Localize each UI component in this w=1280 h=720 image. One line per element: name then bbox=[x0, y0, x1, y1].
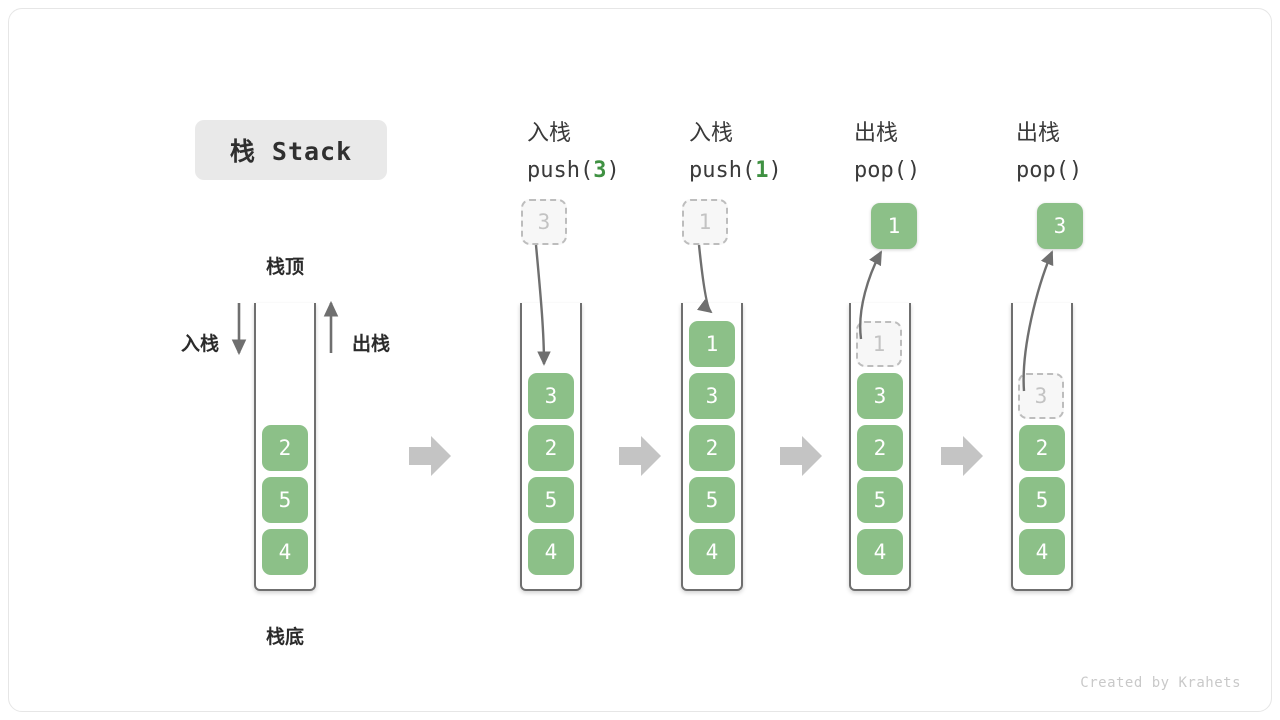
stack-cell: 5 bbox=[857, 477, 903, 523]
heading-code-pop-3: pop() bbox=[1016, 158, 1083, 183]
stack-cell: 4 bbox=[528, 529, 574, 575]
separator-arrow bbox=[780, 436, 822, 476]
stack-cell: 4 bbox=[857, 529, 903, 575]
arrows-overlay bbox=[231, 244, 1054, 476]
stack-cell: 2 bbox=[528, 425, 574, 471]
stack-cell: 2 bbox=[689, 425, 735, 471]
stack-bottom-label: 栈底 bbox=[266, 627, 305, 648]
heading-cn-pop-1: 出栈 bbox=[854, 120, 899, 145]
popped-element-3: 3 bbox=[1037, 203, 1083, 249]
stack-cell: 4 bbox=[1019, 529, 1065, 575]
heading-cn-pop-3: 出栈 bbox=[1016, 120, 1061, 145]
title-badge: 栈 Stack bbox=[195, 120, 387, 180]
floating-element-push-1: 1 bbox=[682, 199, 728, 245]
pop-direction-label: 出栈 bbox=[352, 334, 391, 355]
heading-code-push-3: push(3) bbox=[527, 158, 620, 183]
stack-cell: 3 bbox=[528, 373, 574, 419]
push-arrow-1 bbox=[696, 244, 713, 314]
separator-arrow bbox=[941, 436, 983, 476]
column-heading-pop-3: 出栈 pop() bbox=[1016, 114, 1082, 190]
stack-cell: 4 bbox=[262, 529, 308, 575]
stack-cell: 4 bbox=[689, 529, 735, 575]
stack-cell: 5 bbox=[262, 477, 308, 523]
floating-element-push-3: 3 bbox=[521, 199, 567, 245]
stack-cell: 3 bbox=[857, 373, 903, 419]
stack-cell: 5 bbox=[528, 477, 574, 523]
column-heading-push-3: 入栈 push(3) bbox=[527, 114, 620, 190]
stack-cell: 2 bbox=[857, 425, 903, 471]
stack-cell-vacated: 1 bbox=[856, 321, 902, 367]
column-heading-pop-1: 出栈 pop() bbox=[854, 114, 920, 190]
stack-cell: 2 bbox=[1019, 425, 1065, 471]
separator-arrow bbox=[619, 436, 661, 476]
footer-credit: Created by Krahets bbox=[1080, 675, 1241, 691]
stack-cell: 1 bbox=[689, 321, 735, 367]
popped-element-1: 1 bbox=[871, 203, 917, 249]
heading-cn-push-3: 入栈 bbox=[527, 120, 572, 145]
heading-code-pop-1: pop() bbox=[854, 158, 921, 183]
stack-top-label: 栈顶 bbox=[266, 257, 305, 278]
heading-cn-push-1: 入栈 bbox=[689, 120, 734, 145]
heading-code-push-1: push(1) bbox=[689, 158, 782, 183]
separator-arrow bbox=[409, 436, 451, 476]
stack-cell: 5 bbox=[1019, 477, 1065, 523]
stack-cell: 5 bbox=[689, 477, 735, 523]
diagram-card: 栈 Stack 栈顶 栈底 入栈 出栈 入栈 push(3) 入栈 push(1… bbox=[8, 8, 1272, 712]
stack-cell: 3 bbox=[689, 373, 735, 419]
push-direction-label: 入栈 bbox=[181, 334, 220, 355]
stack-cell: 2 bbox=[262, 425, 308, 471]
stack-cell-vacated: 3 bbox=[1018, 373, 1064, 419]
column-heading-push-1: 入栈 push(1) bbox=[689, 114, 782, 190]
